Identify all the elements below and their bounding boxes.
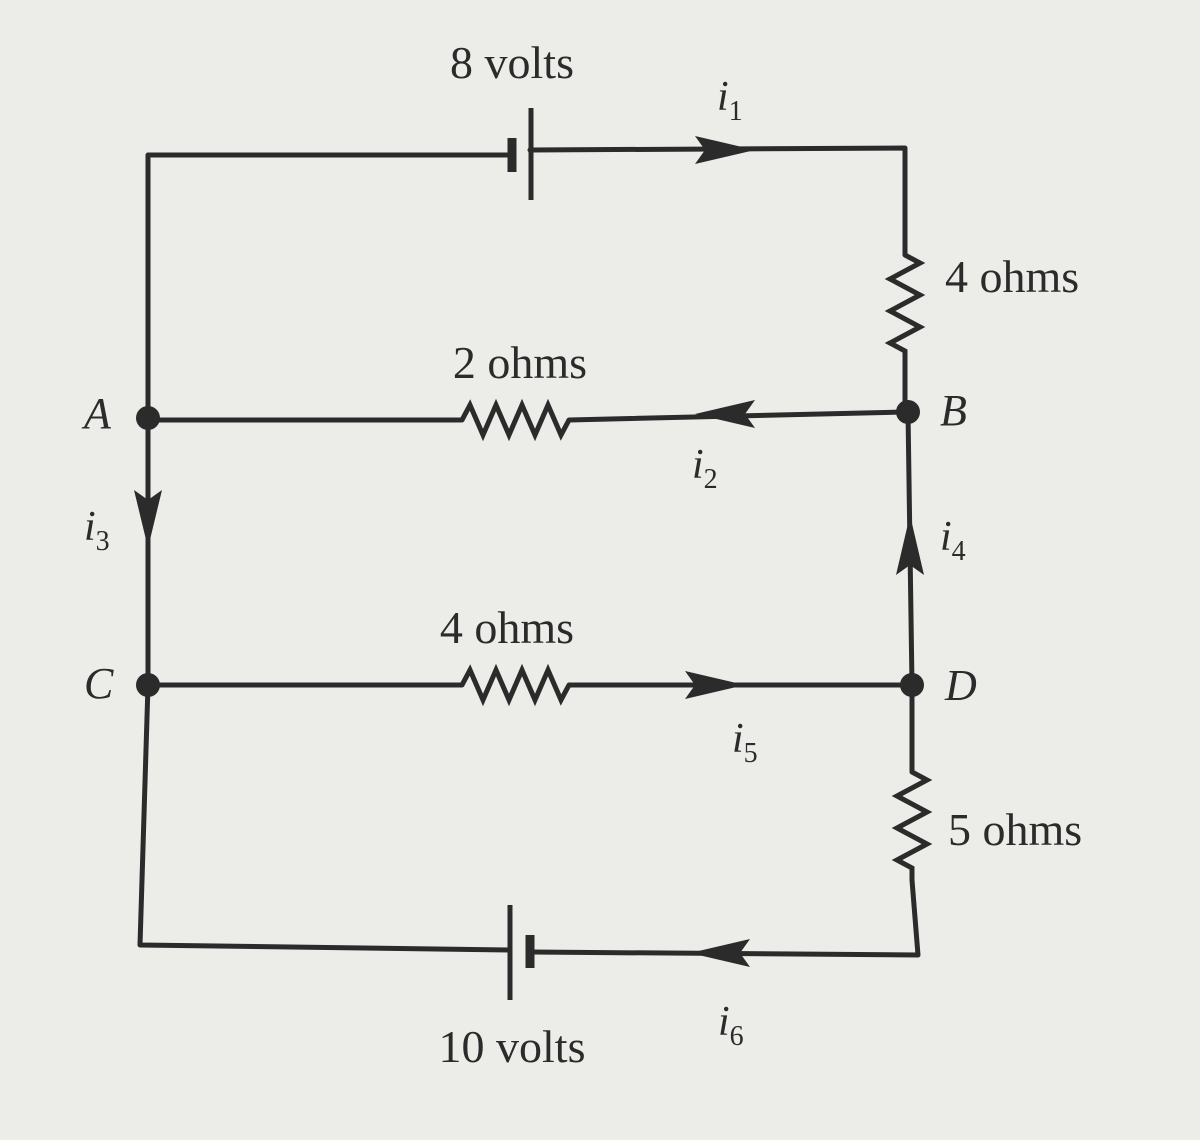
wire-top-right [527,145,908,258]
label-current-i6: i6 [718,999,744,1052]
label-current-i6-sub: 6 [730,1021,744,1052]
label-current-i4-sub: 4 [952,536,966,567]
label-current-i2-sym: i [692,442,704,488]
arrow-i6 [690,939,750,967]
label-current-i5-sym: i [732,716,744,762]
label-resistor-right-bottom: 5 ohms [948,804,1082,855]
label-current-i1-sub: 1 [729,96,743,127]
label-resistor-right-top: 4 ohms [945,251,1079,302]
resistor-right-bottom [891,769,933,880]
label-resistor-cd: 4 ohms [440,602,574,653]
label-current-i1: i1 [717,74,743,127]
label-current-i5-sub: 5 [744,738,758,769]
label-battery-top: 8 volts [450,37,574,88]
battery-top [507,108,534,200]
wire-bottom-right [528,877,921,958]
node-a [136,406,160,430]
label-battery-bottom: 10 volts [439,1021,586,1072]
label-current-i4: i4 [940,514,966,567]
label-current-i3-sub: 3 [96,526,110,557]
label-resistor-ab: 2 ohms [453,337,587,388]
label-current-i2: i2 [692,442,718,495]
arrow-i4 [896,515,924,575]
label-node-a: A [81,389,112,438]
arrow-i3 [134,490,162,548]
node-d [900,673,924,697]
resistor-ab [459,398,572,442]
label-node-d: D [944,661,977,710]
wire-bottom-left [137,682,512,953]
arrow-i5 [685,671,745,699]
node-b [896,400,920,424]
resistor-right-top [884,252,926,412]
arrow-i1 [695,136,755,164]
resistor-cd [459,663,572,707]
label-current-i4-sym: i [940,514,952,560]
label-current-i5: i5 [732,716,758,769]
label-node-c: C [84,659,114,708]
label-current-i3-sym: i [84,504,96,550]
label-current-i1-sym: i [717,74,729,120]
label-current-i2-sub: 2 [704,464,718,495]
wire-top-left [145,152,512,413]
battery-bottom [507,905,535,1000]
node-c [136,673,160,697]
arrow-i2 [695,400,755,428]
label-node-b: B [940,386,967,435]
label-current-i6-sym: i [718,999,730,1045]
label-current-i3: i3 [84,504,110,557]
